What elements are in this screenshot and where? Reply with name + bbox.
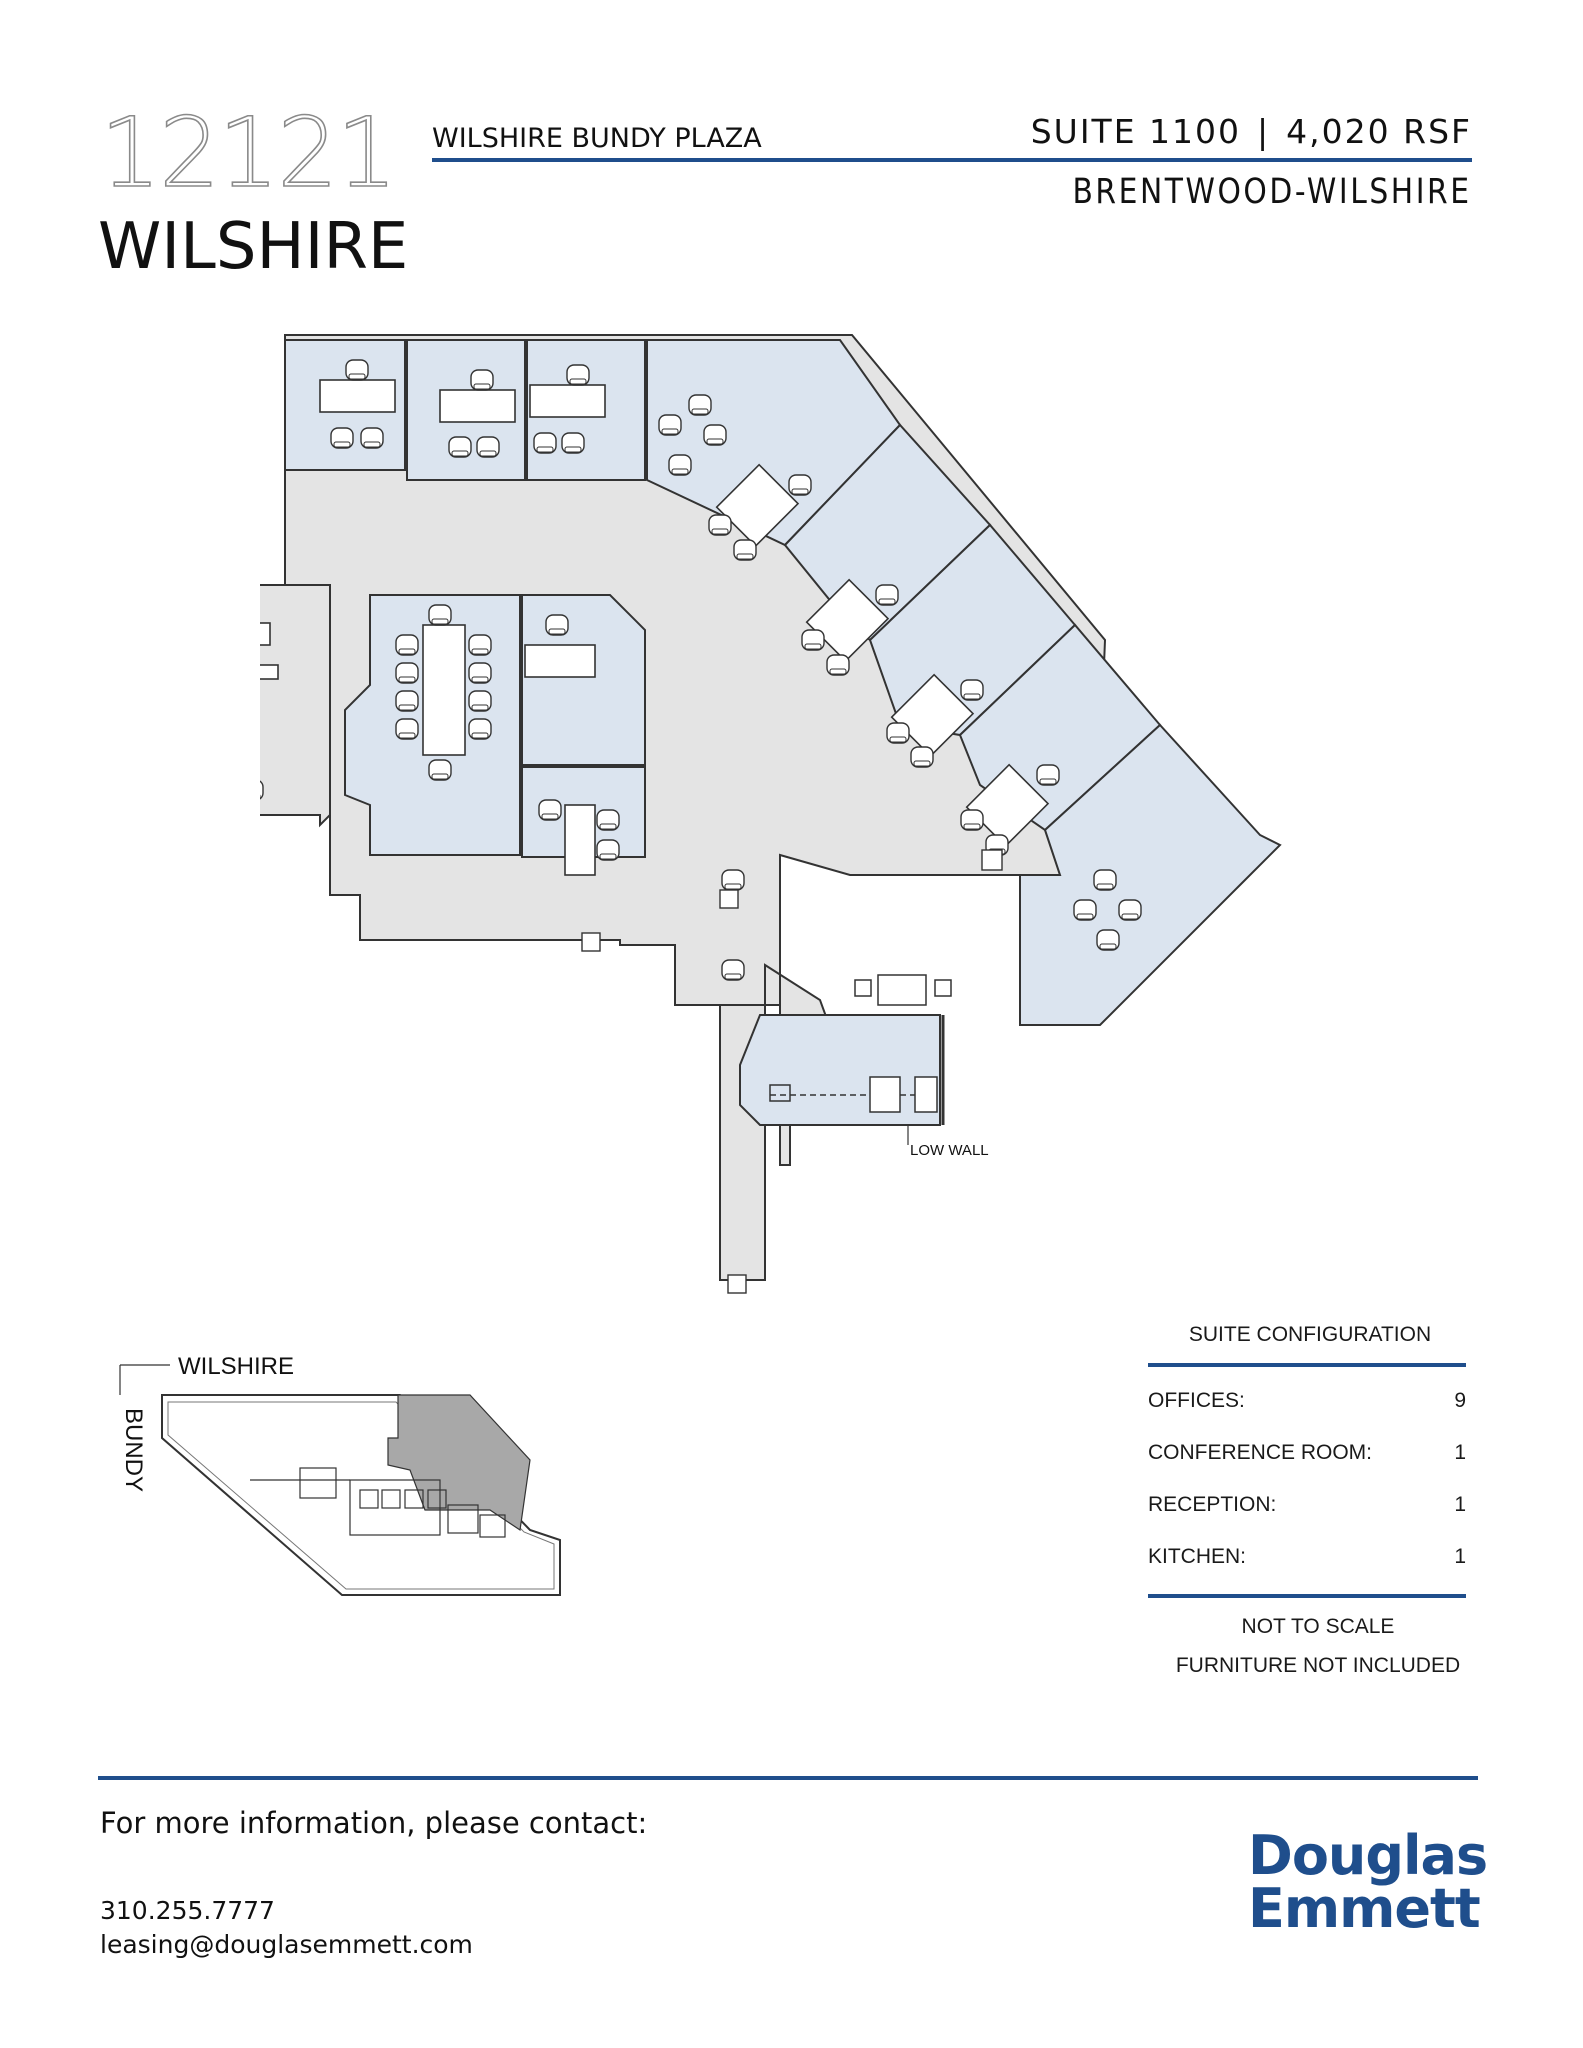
suite-number: SUITE 1100 xyxy=(1030,112,1242,151)
config-value: 9 xyxy=(1454,1389,1466,1412)
building-street: WILSHIRE xyxy=(98,210,409,284)
note-not-to-scale: NOT TO SCALE xyxy=(1241,1615,1395,1638)
header-rule xyxy=(432,158,1472,162)
suite-config-title: SUITE CONFIGURATION xyxy=(1188,1323,1432,1346)
douglas-emmett-logo: Douglas Emmett xyxy=(1248,1824,1488,1940)
suite-info: SUITE 1100 | 4,020 RSF xyxy=(1031,112,1472,151)
submarket: BRENTWOOD-WILSHIRE xyxy=(1072,172,1472,212)
config-value: 1 xyxy=(1454,1545,1466,1568)
key-plan: WILSHIRE BUNDY xyxy=(119,1353,561,1596)
contact-email[interactable]: leasing@douglasemmett.com xyxy=(100,1930,473,1959)
building-number: 12121 xyxy=(99,97,398,209)
config-label: OFFICES: xyxy=(1148,1389,1245,1412)
config-label: RECEPTION: xyxy=(1148,1493,1277,1516)
suite-rsf: 4,020 RSF xyxy=(1286,112,1472,151)
suite-config-rule-bottom xyxy=(1148,1594,1466,1598)
building-name: WILSHIRE BUNDY PLAZA xyxy=(432,123,762,154)
config-value: 1 xyxy=(1454,1441,1466,1464)
config-row-reception: RECEPTION: 1 xyxy=(1148,1493,1466,1517)
keyplan-street-top: WILSHIRE xyxy=(178,1353,294,1380)
floor-plan: LOW WALL xyxy=(260,334,1282,1294)
contact-heading: For more information, please contact: xyxy=(100,1806,648,1840)
config-row-offices: OFFICES: 9 xyxy=(1148,1389,1466,1413)
contact-phone[interactable]: 310.255.7777 xyxy=(100,1896,275,1925)
suite-separator: | xyxy=(1257,112,1271,151)
config-row-conference: CONFERENCE ROOM: 1 xyxy=(1148,1441,1466,1465)
low-wall-label: LOW WALL xyxy=(910,1142,989,1159)
config-value: 1 xyxy=(1454,1493,1466,1516)
logo-line-1: Douglas xyxy=(1248,1824,1488,1887)
config-label: KITCHEN: xyxy=(1148,1545,1247,1568)
note-furniture: FURNITURE NOT INCLUDED xyxy=(1175,1654,1461,1677)
footer-rule xyxy=(98,1776,1478,1780)
conference-table xyxy=(422,624,466,756)
suite-config-rule-top xyxy=(1148,1363,1466,1367)
office-8 xyxy=(1019,723,1282,1026)
config-row-kitchen: KITCHEN: 1 xyxy=(1148,1545,1466,1569)
keyplan-street-side: BUNDY xyxy=(120,1408,147,1492)
office-9 xyxy=(521,594,646,766)
kitchen xyxy=(739,1014,941,1126)
logo-line-2: Emmett xyxy=(1248,1876,1481,1940)
config-label: CONFERENCE ROOM: xyxy=(1148,1441,1373,1464)
reception-area xyxy=(260,584,331,828)
